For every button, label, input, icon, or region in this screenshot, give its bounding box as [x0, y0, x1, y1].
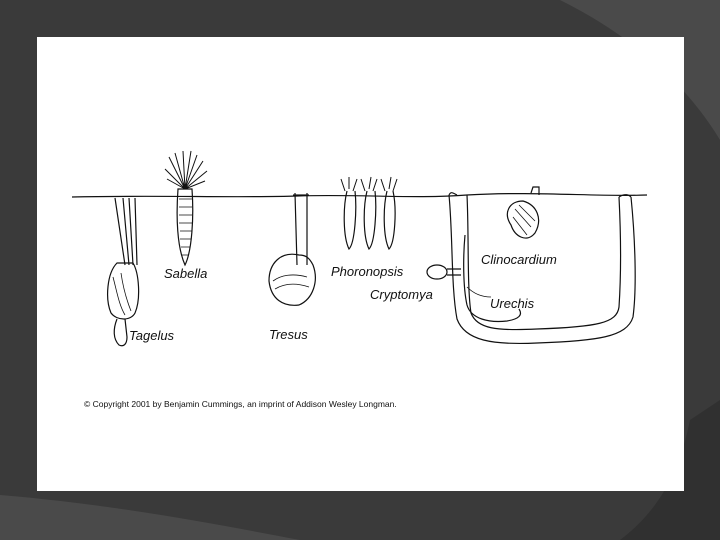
sediment-surface [71, 193, 648, 198]
copyright-notice: © Copyright 2001 by Benjamin Cummings, a… [84, 399, 397, 409]
sabella-organism [164, 150, 208, 267]
label-cryptomya: Cryptomya [370, 287, 433, 302]
cryptomya-organism [426, 264, 461, 280]
label-tresus: Tresus [269, 327, 308, 342]
urechis-burrow [448, 192, 636, 345]
phoronopsis-organism [340, 176, 398, 251]
label-tagelus: Tagelus [129, 328, 175, 343]
label-urechis: Urechis [490, 296, 535, 311]
clinocardium-organism [506, 186, 540, 239]
burrow-diagram [71, 150, 648, 347]
label-clinocardium: Clinocardium [481, 252, 557, 267]
tresus-organism [268, 192, 316, 306]
label-sabella: Sabella [164, 266, 208, 281]
slide-panel: Sabella Tagelus Tresus Phoronopsis Crypt… [37, 37, 684, 491]
label-phoronopsis: Phoronopsis [331, 264, 404, 279]
tagelus-organism [107, 197, 140, 347]
